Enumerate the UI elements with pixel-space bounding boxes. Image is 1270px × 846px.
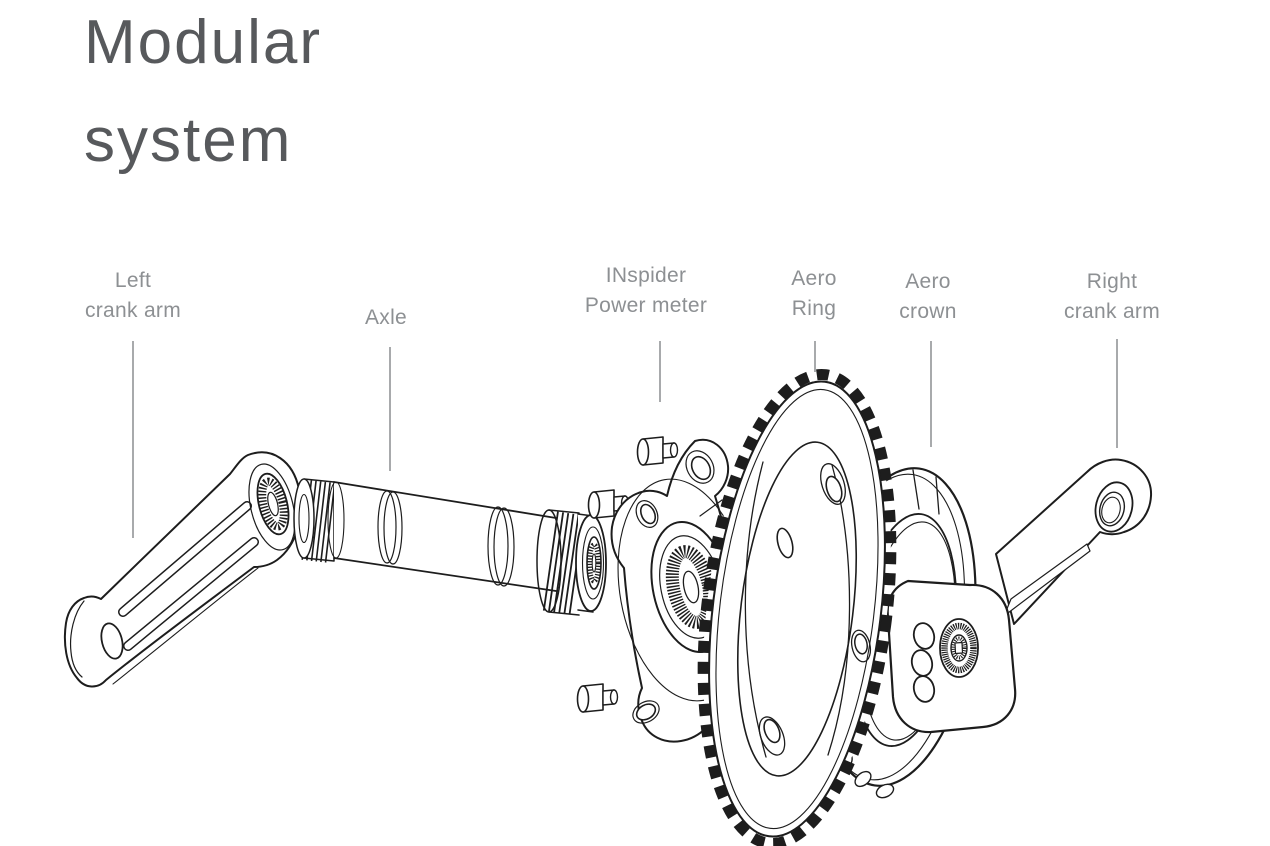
axle-drawing [293,478,607,616]
leader-left-crank-arm [132,341,134,538]
leader-aero-crown [930,341,932,447]
label-aero-ring: Aero Ring [791,267,837,320]
page-title: Modular system [84,8,322,175]
label-axle: Axle [364,306,408,329]
crank-bearing [939,618,979,678]
spider-bolt-bottom [576,683,619,713]
right-crank-arm-drawing [886,458,1153,734]
pedal-hole-left [100,622,124,660]
spider-bolt-left [587,489,630,519]
leader-axle [389,347,391,471]
aero-ring-drawing [697,369,897,846]
spider-bolt-top [636,436,679,466]
label-aero-crown: Aero crown [899,270,957,323]
left-crank-arm-drawing [63,451,302,688]
label-right-crank-arm: Right crank arm [1063,270,1161,323]
leader-inspider-power-meter [659,341,661,402]
label-inspider-power-meter: INspider Power meter [584,264,708,317]
leader-right-crank-arm [1116,339,1118,448]
label-left-crank-arm: Left crank arm [84,269,182,322]
leader-aero-ring [814,341,816,372]
